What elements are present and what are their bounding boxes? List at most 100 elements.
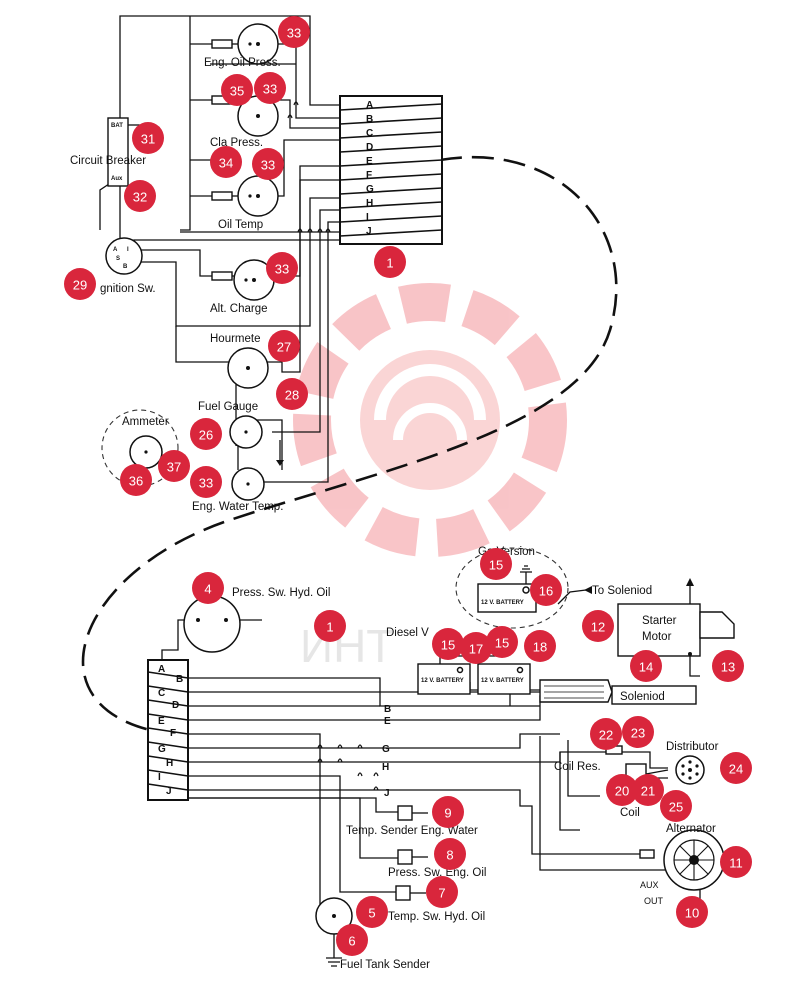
callout-badge: 21 xyxy=(632,774,664,806)
callout-badge: 25 xyxy=(660,790,692,822)
bot-term-b: B xyxy=(176,674,183,685)
branch-term-e: E xyxy=(384,716,391,727)
bottom-terminal-block xyxy=(147,659,189,801)
top-block-rows xyxy=(339,103,443,237)
svg-text:1: 1 xyxy=(386,256,393,271)
callout-badge: 33 xyxy=(278,16,310,48)
bot-term-h: H xyxy=(166,758,173,769)
callout-badge: 31 xyxy=(132,122,164,154)
callout-badge: 27 xyxy=(268,330,300,362)
svg-text:4: 4 xyxy=(204,582,211,597)
svg-text:7: 7 xyxy=(438,886,445,901)
callout-badge: 8 xyxy=(434,838,466,870)
svg-text:24: 24 xyxy=(729,762,743,777)
svg-text:33: 33 xyxy=(263,82,277,97)
cb-bat-label: BAT xyxy=(111,123,123,129)
fuel-tank-sender xyxy=(315,897,353,967)
eng-water-temp-gauge xyxy=(231,467,265,501)
svg-text:6: 6 xyxy=(348,934,355,949)
gas-battery-label: 12 V. BATTERY xyxy=(481,600,524,606)
svg-text:33: 33 xyxy=(275,262,289,277)
diesel-battery-2-label: 12 V. BATTERY xyxy=(481,678,524,684)
svg-text:8: 8 xyxy=(446,848,453,863)
circuit-breaker xyxy=(107,117,140,187)
bot-term-f: F xyxy=(170,728,176,739)
label-cla-press: Cla Press. xyxy=(210,137,263,149)
bottom-crossover-hops xyxy=(317,744,379,791)
top-panel-wiring xyxy=(99,15,340,483)
bot-term-j: J xyxy=(166,786,172,797)
branch-term-b: B xyxy=(384,704,391,715)
cla-press-gauge xyxy=(211,95,279,137)
soleniod xyxy=(539,679,697,705)
alt-charge-gauge xyxy=(211,259,275,301)
label-hourmeter: Hourmete xyxy=(210,333,261,345)
top-term-a: A xyxy=(366,100,373,111)
callout-badge: 9 xyxy=(432,796,464,828)
ign-a: A xyxy=(113,247,118,253)
watermark-logo xyxy=(293,283,567,557)
svg-text:32: 32 xyxy=(133,190,147,205)
callout-badge: 1 xyxy=(374,246,406,278)
bot-term-d: D xyxy=(172,700,179,711)
svg-text:10: 10 xyxy=(685,906,699,921)
label-oil-temp: Oil Temp xyxy=(218,219,263,231)
callout-badge: 33 xyxy=(252,148,284,180)
top-term-c: C xyxy=(366,128,373,139)
callout-badge: 6 xyxy=(336,924,368,956)
label-alt-charge: Alt. Charge xyxy=(210,303,268,315)
top-term-f: F xyxy=(366,170,372,181)
callout-badge: 28 xyxy=(276,378,308,410)
svg-text:34: 34 xyxy=(219,156,233,171)
distributor xyxy=(675,755,705,785)
svg-text:27: 27 xyxy=(277,340,291,355)
label-coil: Coil xyxy=(620,807,640,819)
svg-text:16: 16 xyxy=(539,584,553,599)
callout-badge: 32 xyxy=(124,180,156,212)
svg-text:17: 17 xyxy=(469,642,483,657)
diesel-battery-1-label: 12 V. BATTERY xyxy=(421,678,464,684)
callout-badge: 22 xyxy=(590,718,622,750)
bot-term-i: I xyxy=(158,772,161,783)
label-fuel-gauge: Fuel Gauge xyxy=(198,401,258,413)
callout-badge: 5 xyxy=(356,896,388,928)
bot-term-a: A xyxy=(158,664,165,675)
label-coil-res: Coil Res. xyxy=(554,761,601,773)
label-eng-water-temp: Eng. Water Temp. xyxy=(192,501,283,513)
svg-text:26: 26 xyxy=(199,428,213,443)
temp-sw-hyd-oil xyxy=(395,885,426,901)
callout-badge: 36 xyxy=(120,464,152,496)
svg-text:18: 18 xyxy=(533,640,547,655)
svg-text:33: 33 xyxy=(199,476,213,491)
label-distributor: Distributor xyxy=(666,741,719,753)
top-term-e: E xyxy=(366,156,373,167)
bot-term-g: G xyxy=(158,744,166,755)
callout-badge: 37 xyxy=(158,450,190,482)
top-term-i: I xyxy=(366,212,369,223)
svg-text:36: 36 xyxy=(129,474,143,489)
svg-text:11: 11 xyxy=(729,856,743,871)
top-terminal-block xyxy=(339,95,443,245)
callout-badge: 15 xyxy=(480,548,512,580)
callout-badge: 24 xyxy=(720,752,752,784)
label-soleniod: Soleniod xyxy=(620,691,665,703)
svg-text:14: 14 xyxy=(639,660,653,675)
callout-badge: 7 xyxy=(426,876,458,908)
gas-version-area xyxy=(455,547,569,629)
wire-crossover-hops xyxy=(287,101,331,233)
to-soleniod-arrow xyxy=(584,586,592,594)
top-term-b: B xyxy=(366,114,373,125)
diesel-battery-1 xyxy=(417,663,471,695)
svg-text:37: 37 xyxy=(167,460,181,475)
starter-motor xyxy=(617,603,735,657)
label-aux: AUX xyxy=(640,880,659,890)
label-alternator: Alternator xyxy=(666,823,716,835)
label-diesel-version: Diesel V xyxy=(386,627,429,639)
svg-text:9: 9 xyxy=(444,806,451,821)
diesel-battery-2 xyxy=(477,663,531,695)
press-sw-hyd-oil xyxy=(183,595,241,653)
ignition-switch xyxy=(105,237,143,275)
label-press-sw-eng-oil: Press. Sw. Eng. Oil xyxy=(388,867,486,879)
svg-text:28: 28 xyxy=(285,388,299,403)
